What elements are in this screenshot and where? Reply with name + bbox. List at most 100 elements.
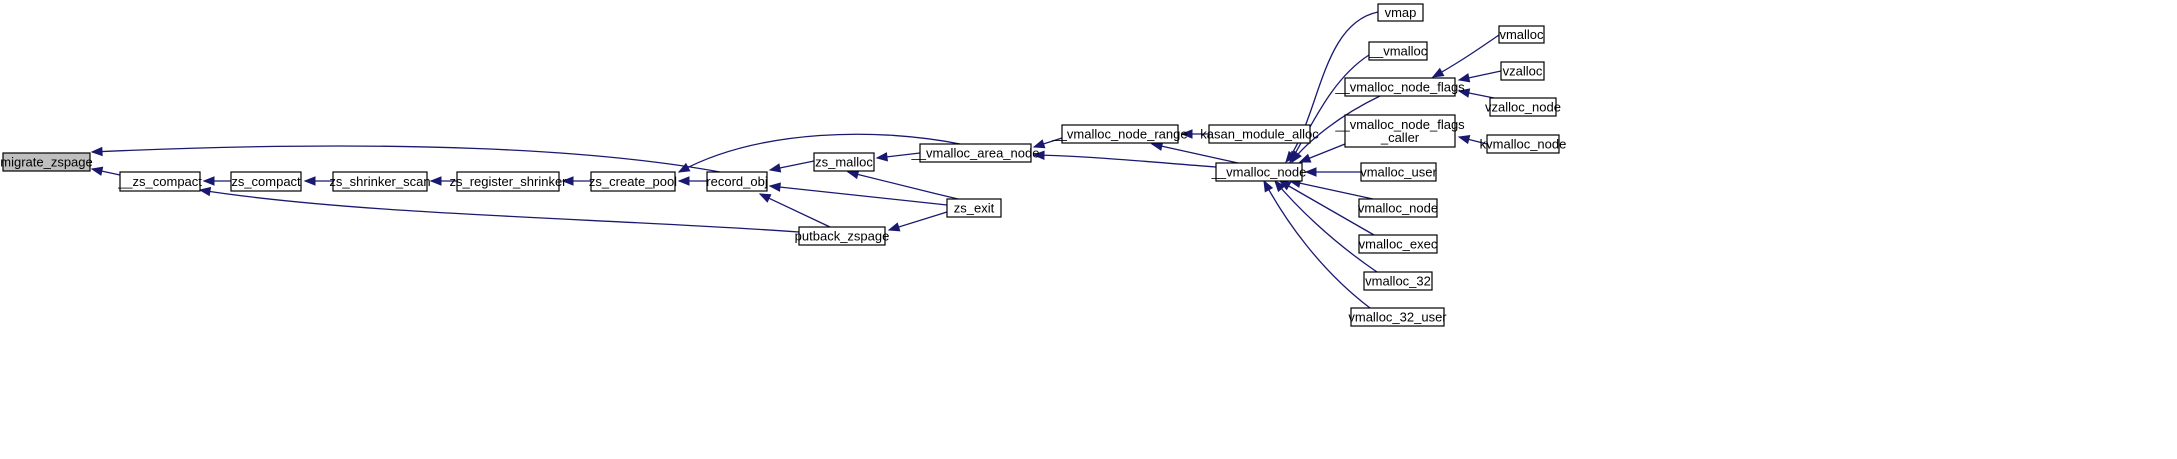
edge-line [1289,54,1370,163]
edge-zs_exit-to-putback_zspage [887,211,948,232]
edge-__vmalloc_node_flags_caller-to-__vmalloc_node [1298,143,1346,163]
node-label: migrate_zspage [0,155,93,170]
arrowhead-icon [1298,153,1312,163]
node-kasan-module-alloc[interactable]: kasan_module_alloc [1200,124,1319,144]
node-label: record_obj [706,174,768,189]
arrowhead-icon [561,176,574,186]
node-label: __vmalloc [1368,44,1428,59]
edge-putback_zspage-to-__zs_compact [198,186,800,233]
arrowhead-icon [677,162,691,173]
node-zs-shrinker-scan[interactable]: zs_shrinker_scan [329,171,431,192]
edge-record_obj-to-migrate_zspage [90,145,721,173]
node-record-obj[interactable]: record_obj [706,171,768,192]
node-label: kvmalloc_node [1480,137,1567,152]
node-vmalloc-32[interactable]: vmalloc_32 [1363,271,1433,291]
edge-vmalloc_32-to-__vmalloc_node [1274,179,1378,273]
node-box [1208,124,1311,144]
node-label: __vmalloc_area_node [911,146,1040,161]
node-label: __vmalloc_node_flags [1334,80,1465,95]
node-label: vmalloc_32 [1365,274,1431,289]
node-label: __vmalloc_node_range [1051,127,1187,142]
node-vmalloc-node[interactable]: vmalloc_node [1358,198,1438,218]
node-label: kasan_module_alloc [1200,127,1319,142]
node-box [1368,41,1428,61]
node-box [456,171,560,192]
arrowhead-icon [90,166,104,176]
edge-kasan_module_alloc-to-__vmalloc_node_range [1180,129,1209,139]
node-kvmalloc-node[interactable]: kvmalloc_node [1480,134,1567,154]
edge-zs_create_pool-to-zs_register_shrinker [561,176,591,186]
edge-zs_malloc-to-record_obj [768,160,815,173]
arrowhead-icon [846,169,860,180]
node-box [1486,134,1560,154]
edge-line [91,145,721,173]
node-vmap[interactable]: vmap [1377,3,1424,22]
edge-vmalloc-to-__vmalloc_node_flags [1431,34,1500,78]
node-vmalloc-user[interactable]: vmalloc_user [1360,162,1437,182]
node-zs-malloc[interactable]: zs_malloc [813,152,875,172]
node-vmalloc[interactable]: vmalloc [1498,25,1545,44]
arrowhead-icon [887,222,901,232]
edge-zs_exit-to-zs_malloc [846,169,959,200]
node-label: vzalloc [1503,64,1543,79]
node-zs-compact[interactable]: __zs_compact [117,171,202,192]
node-vzalloc-node[interactable]: vzalloc_node [1485,97,1561,117]
node-vmalloc-node[interactable]: __vmalloc_node [1211,162,1307,182]
node-vmalloc-area-node[interactable]: __vmalloc_area_node [911,143,1040,163]
arrowhead-icon [875,152,888,162]
arrowhead-icon [1032,139,1046,149]
node-label: vmalloc_user [1360,165,1437,180]
node-box [1377,3,1424,22]
edge-line [1151,143,1239,164]
node-vmalloc-node-flags-caller[interactable]: __vmalloc_node_flags_caller [1334,114,1465,148]
edge-__vmalloc_node_flags-to-__vmalloc_node [1291,95,1381,164]
edge-line [1289,180,1374,200]
node-box [1363,271,1433,291]
edge-line [199,189,800,233]
node-label: zs_compact [231,174,301,189]
node-label: vmalloc_node [1358,201,1438,216]
edge-putback_zspage-to-record_obj [758,193,831,228]
edge-line [1285,11,1379,163]
edge-zs_register_shrinker-to-zs_shrinker_scan [429,176,457,186]
node-vmalloc-node-range[interactable]: __vmalloc_node_range [1051,124,1188,144]
arrowhead-icon [1032,150,1045,160]
node-vmalloc-node-flags[interactable]: __vmalloc_node_flags [1334,77,1465,97]
arrowhead-icon [768,163,782,173]
edge-__vmalloc_node_range-to-__vmalloc_area_node [1032,137,1063,149]
node-vmalloc-32-user[interactable]: vmalloc_32_user [1348,307,1447,327]
arrowhead-icon [1457,134,1471,145]
node-box [1344,77,1456,97]
edge-line [1263,180,1371,309]
node-zs-compact[interactable]: zs_compact [230,171,302,192]
node-label: __zs_compact [117,174,202,189]
arrowhead-icon [303,176,316,186]
node-zs-create-pool[interactable]: zs_create_pool [589,171,677,192]
arrowhead-icon [758,193,772,203]
node-label: vmalloc_32_user [1348,310,1447,325]
node-vzalloc[interactable]: vzalloc [1500,61,1545,81]
node-vmalloc-exec[interactable]: vmalloc_exec [1358,234,1438,254]
node-box [919,143,1032,163]
arrowhead-icon [768,182,781,192]
arrowhead-icon [202,176,215,186]
arrowhead-icon [90,146,103,157]
edge-line [1274,180,1378,273]
node-vmalloc[interactable]: __vmalloc [1368,41,1428,61]
arrowhead-icon [1304,167,1317,177]
edge-kvmalloc_node-to-__vmalloc_node_flags_caller [1457,134,1488,145]
edge-__zs_compact-to-migrate_zspage [90,166,121,176]
node-box [1489,97,1557,117]
node-box [813,152,875,172]
node-label: putback_zspage [795,229,890,244]
arrowhead-icon [1457,88,1471,98]
node-box [946,198,1002,218]
node-putback-zspage[interactable]: putback_zspage [795,226,890,246]
node-zs-register-shrinker[interactable]: zs_register_shrinker [449,171,567,192]
node-zs-exit[interactable]: zs_exit [946,198,1002,218]
edge-line [1432,34,1500,78]
edge-vmalloc_32_user-to-__vmalloc_node [1263,179,1371,309]
arrowhead-icon [1431,67,1445,78]
node-label: __vmalloc_node [1211,165,1307,180]
node-migrate-zspage[interactable]: migrate_zspage [0,152,93,172]
